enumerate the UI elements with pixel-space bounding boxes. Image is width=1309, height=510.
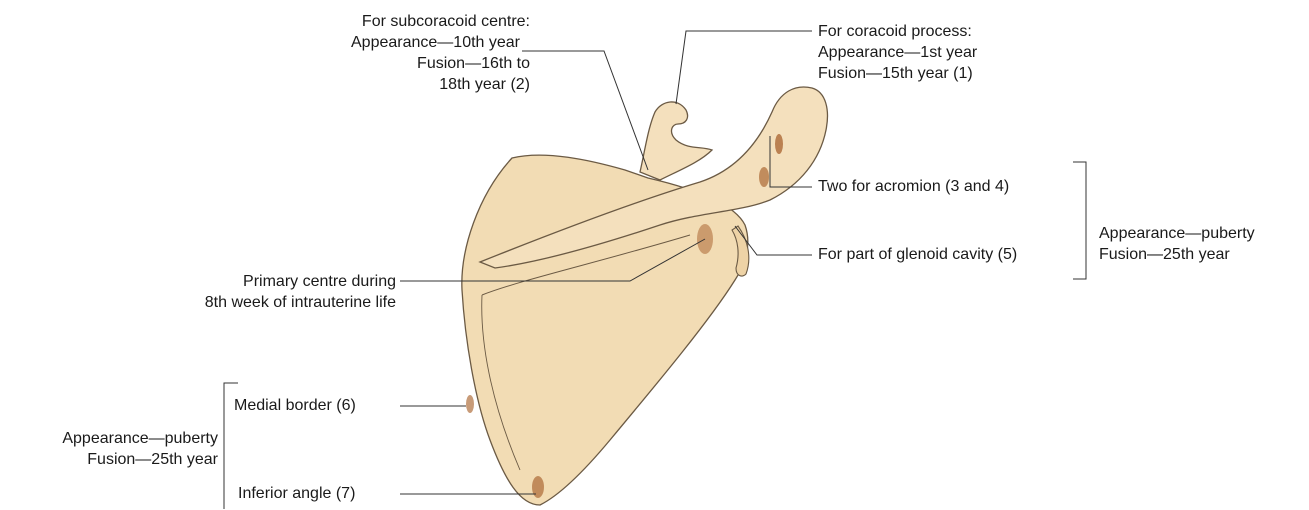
- right-note-line2: Fusion—25th year: [1099, 244, 1255, 265]
- left-note-line1: Appearance—puberty: [4, 428, 218, 449]
- ossification-acromion-1: [759, 167, 769, 187]
- primary-line1: Primary centre during: [120, 271, 396, 292]
- coracoid-line2: Appearance—1st year: [818, 42, 977, 63]
- coracoid-line1: For coracoid process:: [818, 21, 977, 42]
- label-acromion: Two for acromion (3 and 4): [818, 176, 1009, 197]
- subcoracoid-line2: Appearance—10th year: [270, 32, 520, 53]
- right-bracket: [1073, 162, 1086, 279]
- ossification-inferior-angle: [532, 476, 544, 498]
- label-glenoid-cavity: For part of glenoid cavity (5): [818, 244, 1017, 265]
- coracoid-process: [640, 102, 712, 180]
- ossification-medial-border: [466, 395, 474, 413]
- label-medial-border: Medial border (6): [234, 395, 356, 416]
- label-primary-centre: Primary centre during 8th week of intrau…: [120, 271, 396, 313]
- note-right-bracket: Appearance—puberty Fusion—25th year: [1099, 223, 1255, 265]
- ossification-coracoid: [775, 134, 783, 154]
- left-note-line2: Fusion—25th year: [4, 449, 218, 470]
- primary-line2: 8th week of intrauterine life: [120, 292, 396, 313]
- note-left-bracket: Appearance—puberty Fusion—25th year: [4, 428, 218, 470]
- subcoracoid-line4: 18th year (2): [270, 74, 530, 95]
- coracoid-line3: Fusion—15th year (1): [818, 63, 977, 84]
- subcoracoid-line3: Fusion—16th to: [270, 53, 530, 74]
- right-note-line1: Appearance—puberty: [1099, 223, 1255, 244]
- label-subcoracoid-centre: For subcoracoid centre: Appearance—10th …: [270, 11, 530, 95]
- leader-subcoracoid: [522, 51, 648, 170]
- label-coracoid-process: For coracoid process: Appearance—1st yea…: [818, 21, 977, 84]
- label-inferior-angle: Inferior angle (7): [238, 483, 355, 504]
- subcoracoid-line1: For subcoracoid centre:: [270, 11, 530, 32]
